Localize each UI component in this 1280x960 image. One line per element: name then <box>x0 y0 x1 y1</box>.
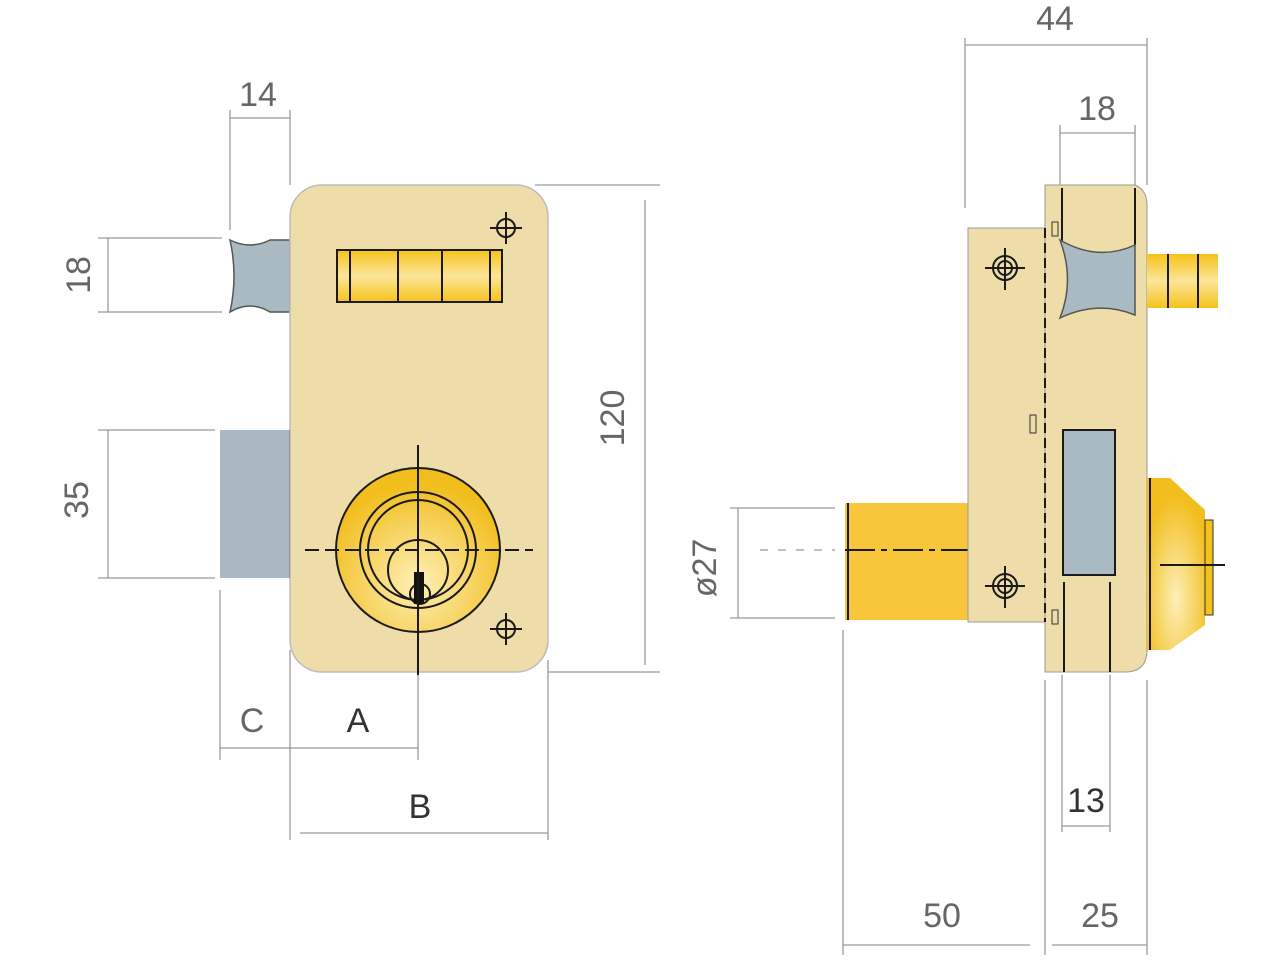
dim-slot: 13 <box>1067 782 1105 820</box>
label-b: B <box>409 788 432 826</box>
dim-bolt-width: 14 <box>239 76 277 114</box>
screw-icon <box>490 613 522 645</box>
dim-cylinder-diameter: ø27 <box>686 539 724 598</box>
latch-window <box>1062 429 1116 576</box>
side-dimensions: 44 18 ø27 13 50 25 <box>686 0 1148 955</box>
dim-total-depth: 44 <box>1036 0 1074 38</box>
side-bolt <box>1147 254 1218 308</box>
latch-bolt <box>220 430 290 578</box>
label-c: C <box>240 702 265 740</box>
cylinder-body <box>845 503 968 620</box>
dim-height: 120 <box>594 390 632 447</box>
side-view <box>845 184 1225 673</box>
dim-cylinder-length: 50 <box>923 897 961 935</box>
cylinder-rosette <box>305 445 533 675</box>
top-bolt <box>228 238 291 314</box>
label-a: A <box>347 702 370 740</box>
dim-bolt-height: 18 <box>60 256 98 294</box>
dim-body-depth: 25 <box>1081 897 1119 935</box>
front-view <box>220 184 549 675</box>
front-dimensions: 14 18 35 120 C A B <box>58 76 660 840</box>
screw-icon <box>490 212 522 244</box>
screw-icon <box>985 248 1025 290</box>
bolt-window <box>336 249 503 303</box>
screw-icon <box>985 566 1025 608</box>
roller-bolt <box>1058 238 1136 320</box>
dim-latch-height: 35 <box>58 481 96 519</box>
dim-bolt-depth: 18 <box>1078 90 1116 128</box>
